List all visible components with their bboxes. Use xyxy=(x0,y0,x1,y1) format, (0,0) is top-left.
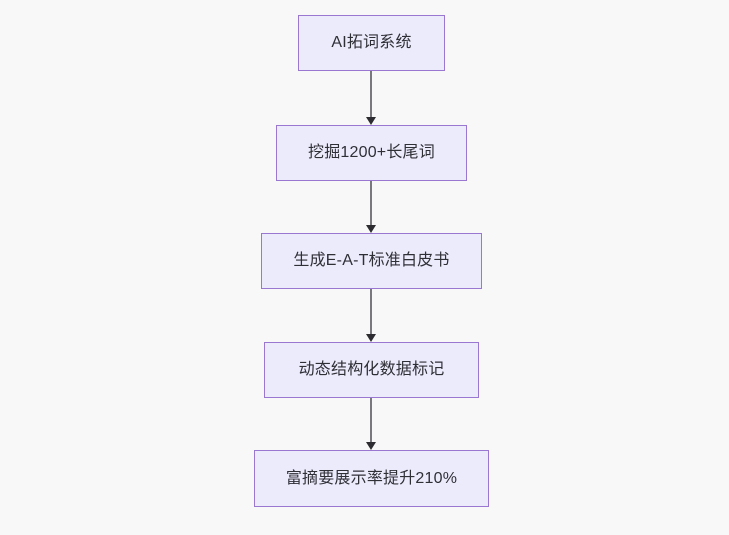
edge-line xyxy=(370,71,372,117)
flowchart-node-label: 富摘要展示率提升210% xyxy=(285,469,458,487)
edge-line xyxy=(370,181,372,225)
flowchart-node-label: 动态结构化数据标记 xyxy=(298,361,445,378)
arrowhead-icon xyxy=(366,334,376,342)
flowchart-node-label: 生成E-A-T标准白皮书 xyxy=(293,252,450,269)
arrowhead-icon xyxy=(366,225,376,233)
arrowhead-icon xyxy=(366,442,376,450)
flowchart-node-label: AI拓词系统 xyxy=(331,34,412,51)
flowchart-node-structured-data[interactable]: 动态结构化数据标记 xyxy=(264,342,479,398)
flowchart-node-keyword-mining[interactable]: 挖掘1200+长尾词 xyxy=(276,125,467,181)
edge-line xyxy=(370,398,372,442)
arrowhead-icon xyxy=(366,117,376,125)
flowchart-node-label: 挖掘1200+长尾词 xyxy=(308,144,435,161)
flowchart-node-eat-whitepaper[interactable]: 生成E-A-T标准白皮书 xyxy=(261,233,482,289)
edge-line xyxy=(370,289,372,334)
flowchart-node-rich-snippet-result[interactable]: 富摘要展示率提升210% xyxy=(254,450,489,507)
flowchart-node-ai-system[interactable]: AI拓词系统 xyxy=(298,15,445,71)
